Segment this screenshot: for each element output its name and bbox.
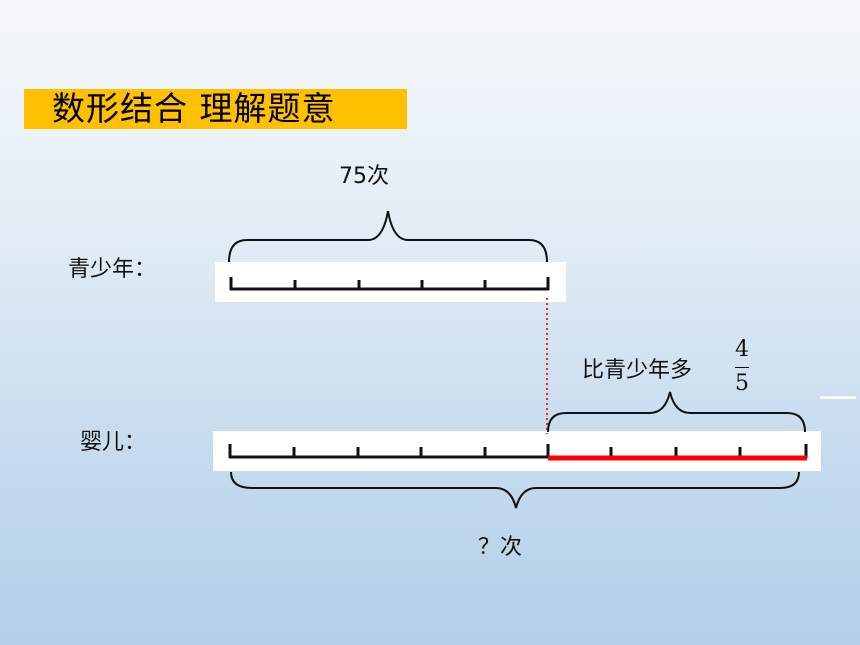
extra-brace xyxy=(547,391,806,433)
teen-total-label: 75次 xyxy=(339,164,389,189)
teen-row-label: 青少年： xyxy=(68,257,157,282)
side-dash xyxy=(820,396,856,399)
teen-bar-background xyxy=(215,262,566,302)
infant-bar-background xyxy=(213,431,821,471)
infant-brace xyxy=(230,471,800,509)
teen-brace xyxy=(228,210,548,263)
fraction-bar xyxy=(735,367,749,368)
fraction-four-fifths: 4 5 xyxy=(733,338,751,396)
infant-total-label: ？次 xyxy=(478,535,523,560)
teen-segment xyxy=(229,277,550,291)
section-title: 数形结合 理解题意 xyxy=(24,89,407,129)
fraction-denominator: 5 xyxy=(735,371,749,396)
infant-row-label: 婴儿： xyxy=(80,430,147,455)
difference-label: 比青少年多 xyxy=(582,358,693,383)
fraction-numerator: 4 xyxy=(735,337,749,362)
